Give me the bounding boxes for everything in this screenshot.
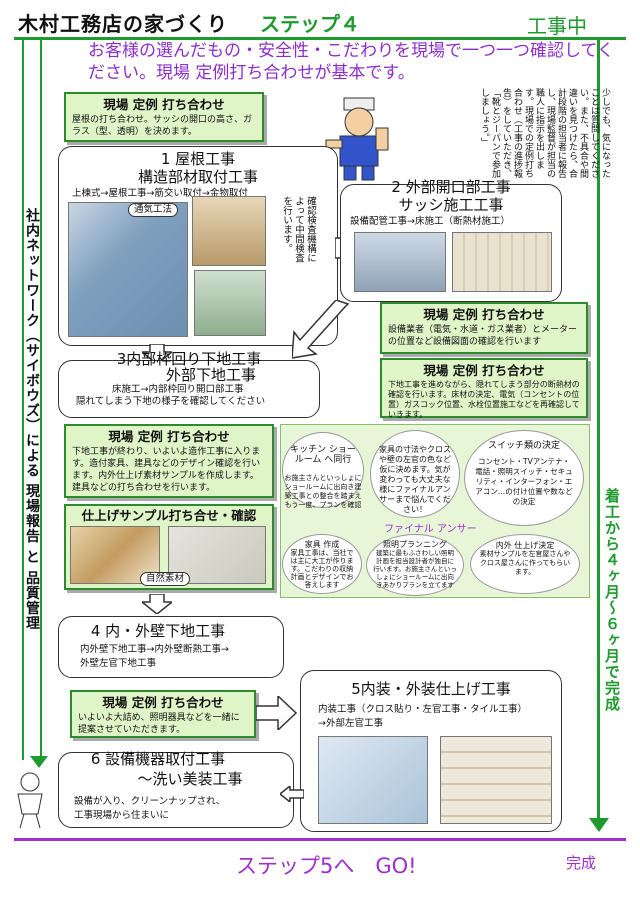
switch-circle: スイッチ類の決定 コンセント・TVアンテナ・電話・照明スイッチ・セキュリティ・イ… xyxy=(464,430,584,526)
step6-note-2: 工事現場から住まいに xyxy=(74,810,170,821)
finish-body: 素材サンプルを左官屋さんやクロス屋さんに作ってもらいます。 xyxy=(479,550,571,576)
lighting-title: 照明プランニング xyxy=(383,540,447,549)
roof-photo xyxy=(68,202,188,337)
step3-box xyxy=(58,360,320,418)
meeting-box-3: 現場 定例 打ち合わせ 下地工事を進めながら、隠れてしまう部分の断熱材の確認を行… xyxy=(380,358,588,419)
meeting-box-4: 現場 定例 打ち合わせ 下地工事が終わり、いよいよ造作工事に入ります。造付家具、… xyxy=(64,424,274,498)
inspection-photo xyxy=(194,270,266,336)
sash-photo xyxy=(354,232,446,292)
step5-flow: 内装工事（クロス貼り・左官工事・タイル工事） xyxy=(318,704,528,715)
step-title: ステップ４ xyxy=(260,12,360,36)
step3-note: 隠れてしまう下地の様子を確認してください xyxy=(76,396,266,407)
finish-circle: 内外 仕上げ決定 素材サンプルを左官屋さんやクロス屋さんに作ってもらいます。 xyxy=(470,534,580,594)
meeting-title: 現場 定例 打ち合わせ xyxy=(103,97,225,112)
arrow-2-3 xyxy=(292,300,350,359)
kitchen-body: お施主さんといっしょにショールームに出向き建築工事との整合を踏まえもう一度、プラ… xyxy=(284,474,362,509)
meeting-body: いよいよ大詰め、照明器具などを一緒に提案させていただきます。 xyxy=(78,713,240,735)
step3-flow: 床施工→内部枠回り開口部工事 xyxy=(112,384,244,395)
step2-title: 2 外部開口部工事 xyxy=(391,178,511,196)
meeting-title: 現場 定例 打ち合わせ xyxy=(108,429,230,444)
arrow-3-4 xyxy=(142,594,172,614)
arrow-5-6 xyxy=(280,786,304,802)
status-label: 工事中 xyxy=(527,14,587,38)
meeting-body: 下地工事が終わり、いよいよ造作工事に入ります。造付家具、建具などのデザイン確認を… xyxy=(72,447,261,493)
next-step-link[interactable]: ステップ5へ GO! xyxy=(236,854,417,878)
meeting-title: 現場 定例 打ち合わせ xyxy=(423,307,545,322)
step6-note: 設備が入り、クリーンナップされ、 xyxy=(74,796,226,807)
step2-flow: 設備配管工事→床施工（断熱材施工） xyxy=(350,216,510,227)
meeting-title: 現場 定例 打ち合わせ xyxy=(102,695,224,710)
step1-flow: 上棟式→屋根工事→筋交い取付→金物取付 xyxy=(72,188,248,199)
switch-body: コンセント・TVアンテナ・電話・照明スイッチ・セキュリティ・インターフォン・エア… xyxy=(475,457,573,506)
interior-photo-1 xyxy=(318,736,428,824)
meeting-body: 屋根の打ち合わせ。サッシの開口の高さ、ガラス（型、透明）を決めます。 xyxy=(72,115,253,137)
kitchen-circle: キッチン ショールーム へ同行 xyxy=(282,432,364,508)
step3-title: 3内部枠回り下地工事 xyxy=(116,350,262,368)
intro-text: お客様の選んだもの・安全性・こだわりを現場で一つ一つ確認してください。現場 定例… xyxy=(88,41,614,83)
meeting-box-2: 現場 定例 打ち合わせ 設備業者（電気・水道・ガス業者）とメーターの位置など設備… xyxy=(380,302,588,354)
lighting-circle: 照明プランニング 建築に最もふさわしい照明計画を担当設計者が独自に行います。お施… xyxy=(366,534,464,596)
right-rail xyxy=(597,40,600,830)
meeting-body: 設備業者（電気・水道・ガス業者）とメーターの位置など設備図面の確認を行います xyxy=(388,325,578,347)
final-answer: ファイナル アンサー xyxy=(384,524,477,535)
meeting-box-5: 現場 定例 打ち合わせ いよいよ大詰め、照明器具などを一緒に提案させていただきま… xyxy=(70,690,256,738)
step6-box xyxy=(58,752,294,828)
furniture-body: 家具工事は、当社では主に大工が作ります。こだわりの収納計画とデザインでお答えしま… xyxy=(290,549,354,589)
floor-photo xyxy=(452,232,552,292)
step4-title: 4 内・外壁下地工事 xyxy=(90,622,226,640)
step6-subtitle: 〜洗い美装工事 xyxy=(137,770,243,788)
center-circle: 家具の寸法やクロスや壁の左官の色など仮に決めます。気が変わっても大丈夫な様にファ… xyxy=(370,430,460,518)
meeting-box-1: 現場 定例 打ち合わせ 屋根の打ち合わせ。サッシの開口の高さ、ガラス（型、透明）… xyxy=(64,92,264,142)
step1-subtitle: 構造部材取付工事 xyxy=(137,168,258,186)
lighting-body: 建築に最もふさわしい照明計画を担当設計者が独自に行います。お施主さんといっしょに… xyxy=(373,549,457,589)
step5-title: 5内装・外装仕上げ工事 xyxy=(351,680,511,698)
arrow-1-3 xyxy=(142,344,172,364)
ventilation-tag: 通気工法 xyxy=(128,203,179,217)
right-rail-arrow xyxy=(589,818,609,832)
furniture-circle: 家具 作成 家具工事は、当社では主に大工が作ります。こだわりの収納計画とデザイン… xyxy=(282,534,362,594)
side-duration-text: 着工から４ヶ月〜６ヶ月で完成 xyxy=(603,488,621,712)
worker-illustration xyxy=(325,97,389,181)
footer-divider xyxy=(14,838,626,841)
arrow-4-5 xyxy=(256,696,298,730)
sample-title: 仕上げサンプル打ち合せ・確認 xyxy=(81,508,257,523)
natural-material-tag: 自然素材 xyxy=(140,572,191,586)
side-network-text: 社内ネットワーク（サイボウズ）による 現場報告 と 品質管理 xyxy=(24,208,40,631)
step1-title: 1 屋根工事 xyxy=(160,150,236,168)
step2-subtitle: サッシ施工工事 xyxy=(398,196,504,214)
inspection-note: 確認検査機構によって中間検査を行います。 xyxy=(281,196,316,263)
kitchen-title: キッチン ショールーム へ同行 xyxy=(290,445,356,465)
complete-label: 完成 xyxy=(566,854,597,872)
framing-photo xyxy=(192,196,266,266)
step3-subtitle: 外部下地工事 xyxy=(165,366,256,384)
finish-title: 内外 仕上げ決定 xyxy=(495,541,555,550)
speech-text: 少しでも、気になったことは質問してください。また、不具合や間違いを見つけたら、合… xyxy=(479,88,610,178)
step4-box xyxy=(58,616,284,678)
page-title: 木村工務店の家づくり xyxy=(18,12,228,36)
switch-title: スイッチ類の決定 xyxy=(487,441,560,451)
step5-flow-2: →外部左官工事 xyxy=(318,718,383,729)
worker-figure-left xyxy=(17,772,43,829)
center-text: 家具の寸法やクロスや壁の左官の色など仮に決めます。気が変わっても大丈夫な様にファ… xyxy=(379,445,451,514)
meeting-title: 現場 定例 打ち合わせ xyxy=(423,363,545,378)
meeting-body: 下地工事を進めながら、隠れてしまう部分の断熱材の確認を行います。床材の決定、電気… xyxy=(388,380,580,419)
header-divider xyxy=(14,37,626,40)
step6-title: 6 設備機器取付工事 xyxy=(90,750,226,768)
interior-photo-2 xyxy=(440,736,552,824)
left-rail-arrow xyxy=(30,756,48,768)
step4-flow: 内外壁下地工事→内外壁断熱工事→ xyxy=(80,644,229,655)
furniture-title: 家具 作成 xyxy=(304,540,340,549)
left-rail xyxy=(22,40,42,760)
step4-flow-2: 外壁左官下地工事 xyxy=(80,658,157,669)
